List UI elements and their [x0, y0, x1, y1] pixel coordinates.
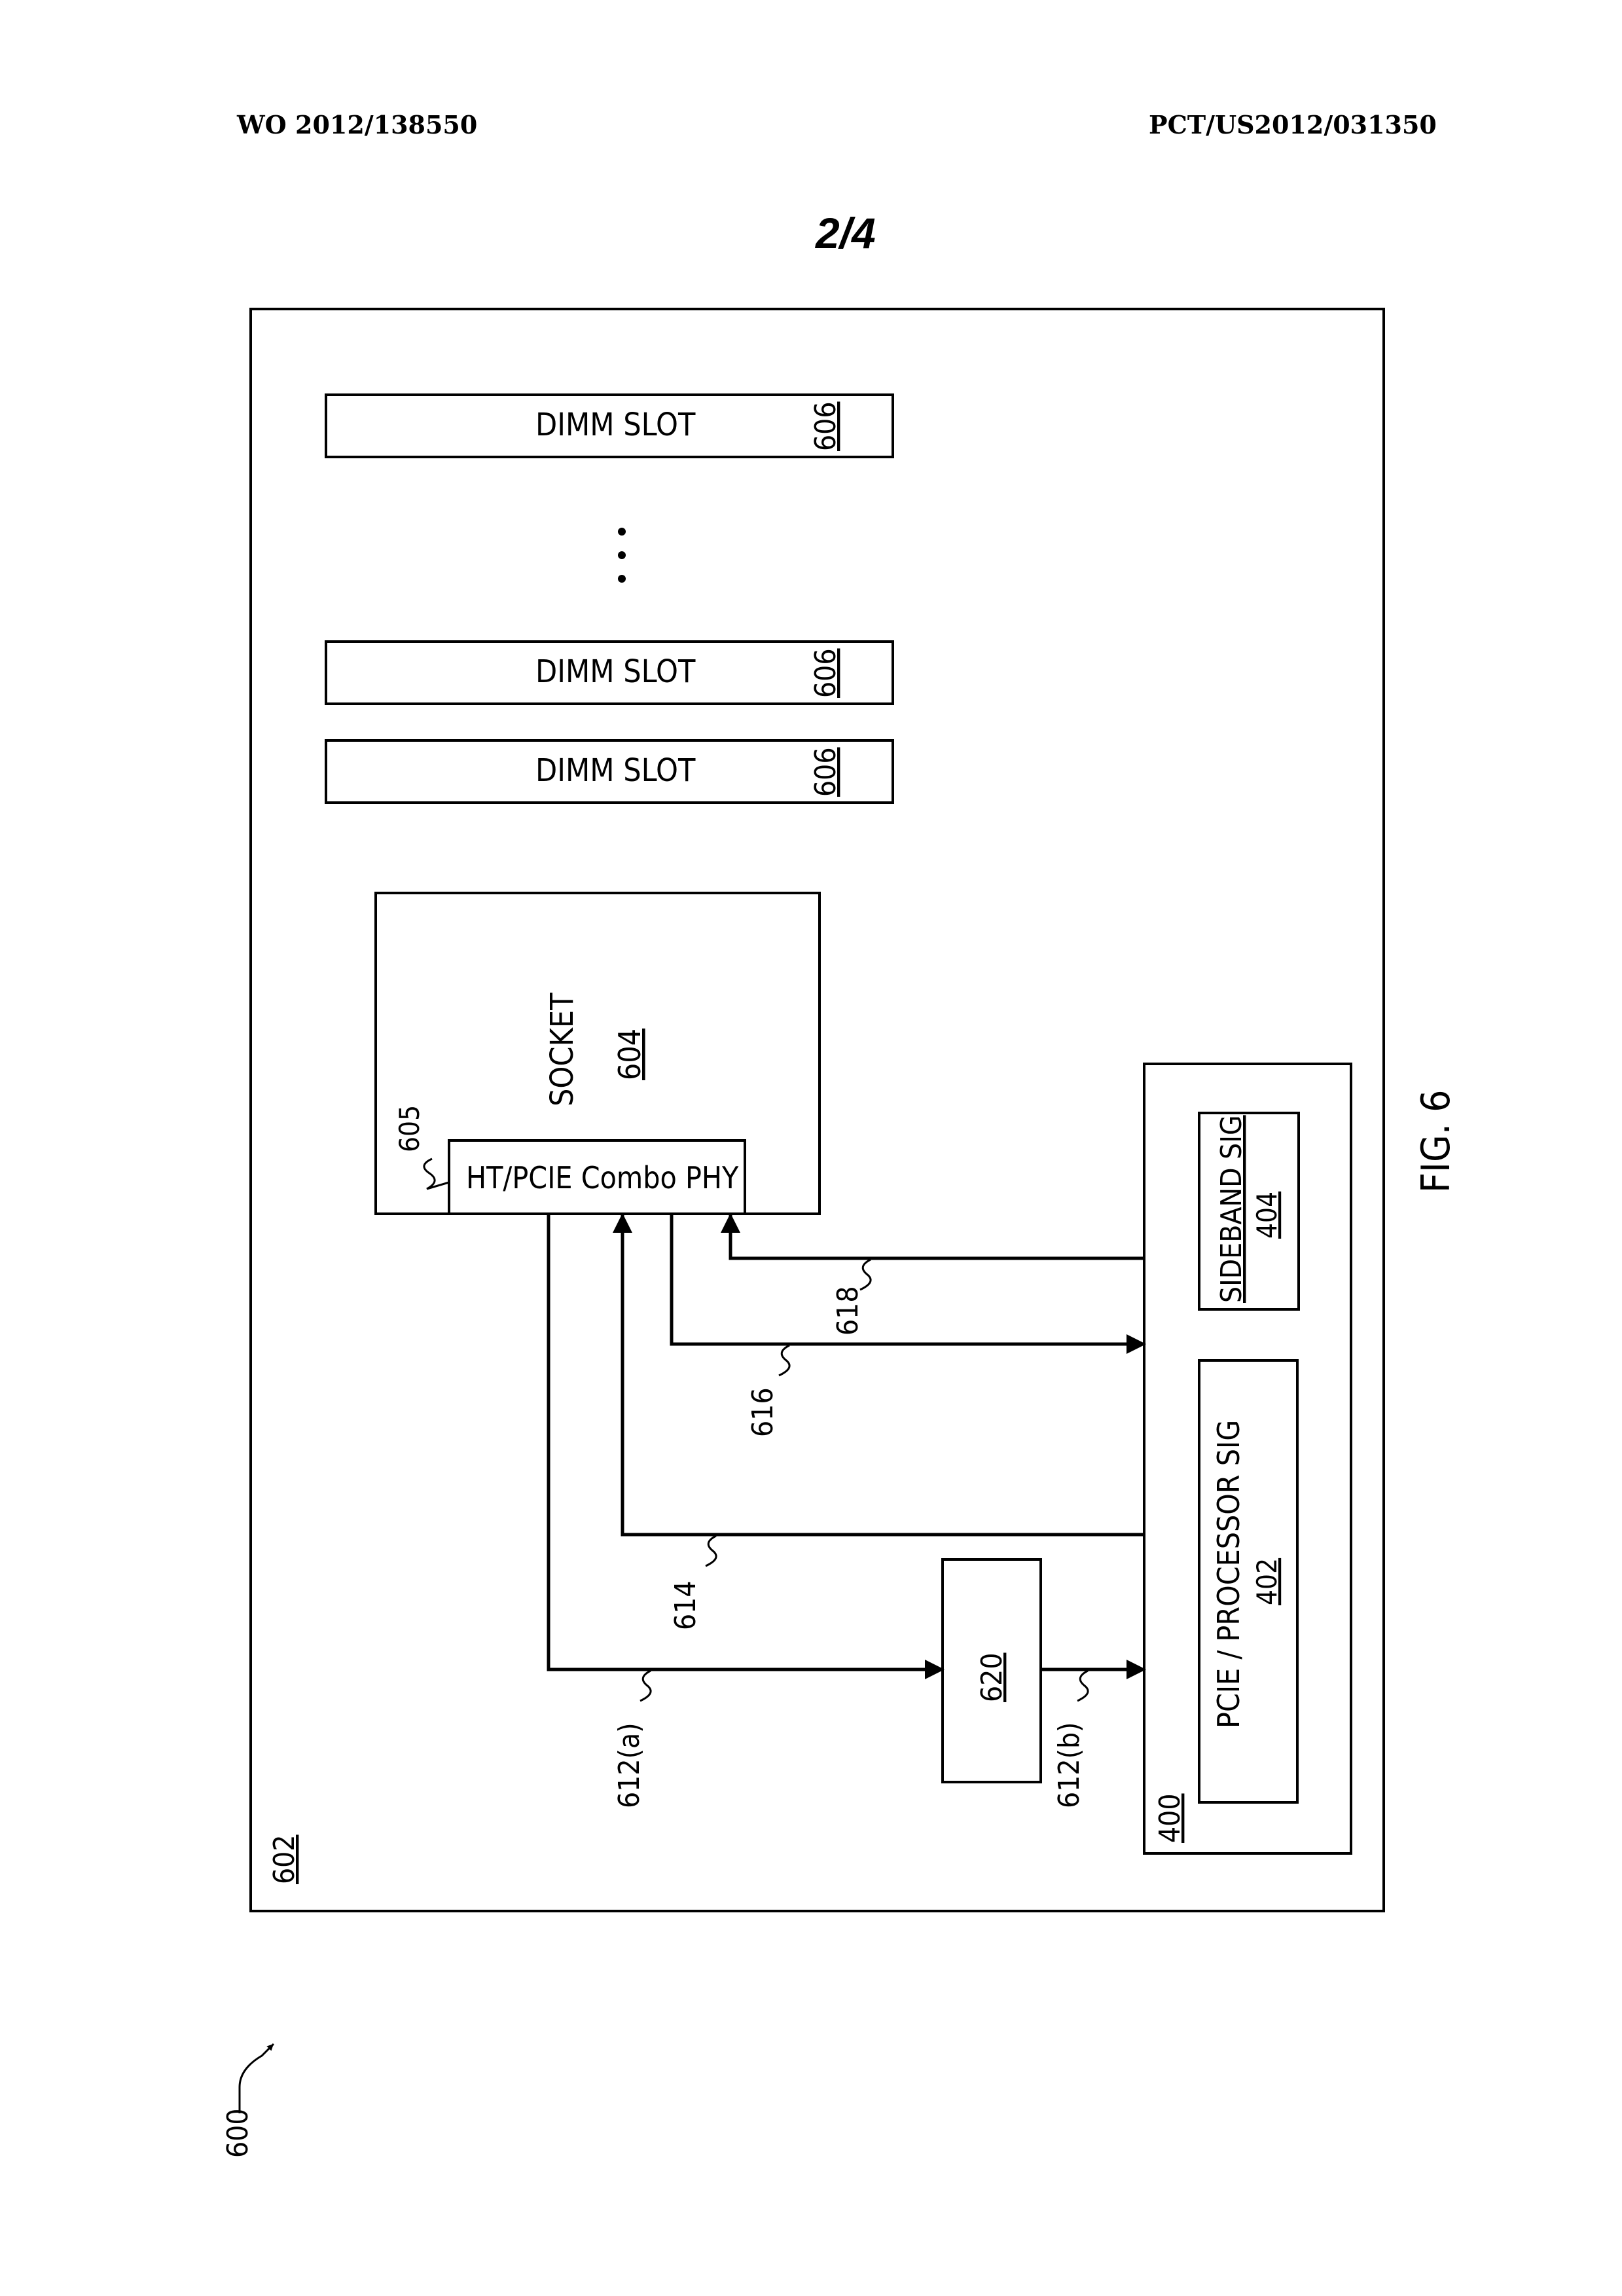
signal-616-leader: [778, 1344, 791, 1377]
block-620-ref: 620: [975, 1652, 1009, 1702]
dimm-slot-ref: 606: [809, 747, 842, 797]
pcie-processor-sig-ref: 402: [1251, 1558, 1283, 1605]
socket-label: SOCKET: [544, 993, 581, 1106]
signal-614-ref: 614: [669, 1580, 702, 1630]
system-ref: 600: [221, 2108, 255, 2158]
signal-618-ref: 618: [831, 1286, 865, 1336]
sideband-sig-ref: 404: [1251, 1192, 1283, 1239]
combo-phy-ref: 605: [393, 1105, 425, 1152]
sideband-sig-box: [1198, 1112, 1300, 1311]
pcie-processor-sig-label: PCIE / PROCESSOR SIG: [1211, 1420, 1246, 1728]
device-ref: 400: [1153, 1793, 1187, 1843]
combo-phy-leader: [423, 1157, 450, 1190]
dimm-slot-ref: 606: [809, 648, 842, 698]
signal-616-line: [670, 1214, 1146, 1354]
motherboard-outline: [249, 308, 1385, 1912]
board-ref: 602: [268, 1834, 301, 1884]
pcie-processor-sig-box: [1198, 1359, 1299, 1804]
system-ref-arrow: [238, 2043, 275, 2113]
dimm-slot: DIMM SLOT 606: [325, 640, 894, 705]
sideband-sig-label: SIDEBAND SIG: [1215, 1115, 1248, 1303]
signal-612b-ref: 612(b): [1053, 1722, 1086, 1808]
publication-number: WO 2012/138550: [237, 110, 478, 139]
combo-phy-label: HT/PCIE Combo PHY: [466, 1160, 739, 1195]
signal-612a-leader: [640, 1669, 652, 1702]
application-number: PCT/US2012/031350: [1149, 110, 1437, 139]
sheet-number: 2/4: [816, 209, 876, 257]
combo-phy-box: [448, 1139, 746, 1215]
signal-612a-ref: 612(a): [613, 1722, 646, 1808]
signal-614-line: [613, 1213, 1144, 1537]
signal-612b-leader: [1077, 1669, 1089, 1702]
signal-618-line: [721, 1213, 1144, 1260]
dimm-slot-label: DIMM SLOT: [535, 653, 696, 690]
dimm-slot-label: DIMM SLOT: [535, 407, 696, 443]
ellipsis: [618, 528, 626, 583]
dimm-slot: DIMM SLOT 606: [325, 393, 894, 458]
figure-caption: FIG. 6: [1413, 1090, 1459, 1193]
signal-616-ref: 616: [746, 1387, 780, 1437]
signal-618-leader: [859, 1258, 872, 1291]
signal-614-leader: [705, 1535, 717, 1567]
signal-612a-line: [547, 1214, 945, 1679]
dimm-slot-ref: 606: [809, 401, 842, 451]
dimm-slot-label: DIMM SLOT: [535, 752, 696, 789]
device-box: [1143, 1063, 1352, 1855]
dimm-slot: DIMM SLOT 606: [325, 739, 894, 804]
socket-ref: 604: [612, 1029, 647, 1080]
